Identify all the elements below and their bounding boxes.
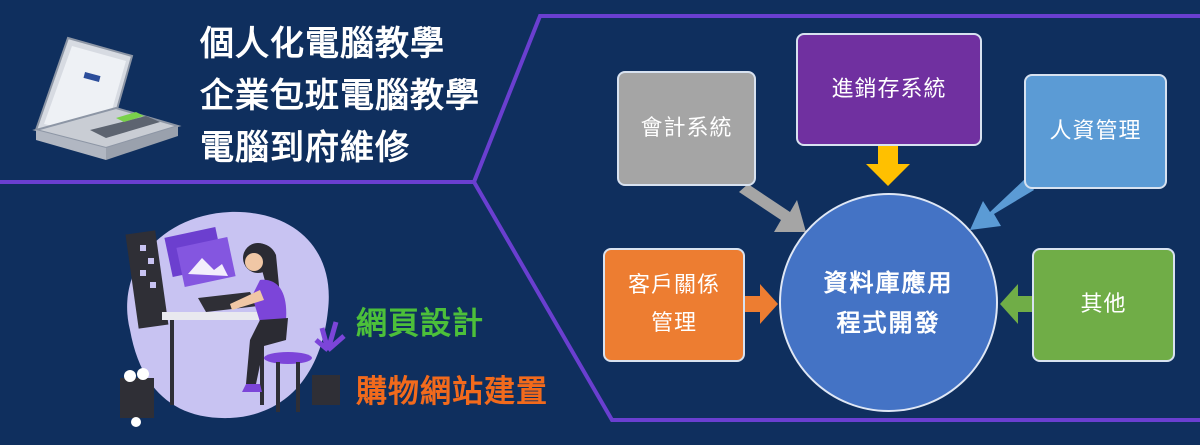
hub-database-dev: 資料庫應用 程式開發 xyxy=(779,193,998,412)
node-inventory: 進銷存系統 xyxy=(796,33,982,146)
hub-line2: 程式開發 xyxy=(836,308,941,337)
node-crm: 客戶關係 管理 xyxy=(603,248,745,362)
node-other-label: 其他 xyxy=(1080,292,1127,317)
web-designer-illustration xyxy=(120,211,346,427)
node-hr: 人資管理 xyxy=(1024,74,1167,189)
hr-arrow xyxy=(970,178,1034,230)
crm-arrow xyxy=(745,284,778,324)
node-other: 其他 xyxy=(1032,248,1175,362)
promo-line-3: 電腦到府維修 xyxy=(200,128,410,168)
laptop-illustration xyxy=(32,36,182,160)
node-crm-line1: 客戶關係 xyxy=(627,273,720,298)
promo-line-1: 個人化電腦教學 xyxy=(200,24,445,64)
node-inventory-label: 進銷存系統 xyxy=(831,76,947,102)
shop-build-label: 購物網站建置 xyxy=(356,374,548,410)
accounting-arrow xyxy=(739,184,806,232)
node-accounting-label: 會計系統 xyxy=(640,115,733,141)
hub-line1: 資料庫應用 xyxy=(823,268,954,297)
web-design-label: 網頁設計 xyxy=(356,306,484,342)
node-crm-line2: 管理 xyxy=(650,311,697,336)
node-hr-label: 人資管理 xyxy=(1049,118,1142,144)
node-accounting: 會計系統 xyxy=(617,71,756,186)
inventory-arrow xyxy=(866,146,910,186)
other-arrow xyxy=(1000,284,1032,324)
promo-line-2: 企業包班電腦教學 xyxy=(200,76,480,116)
